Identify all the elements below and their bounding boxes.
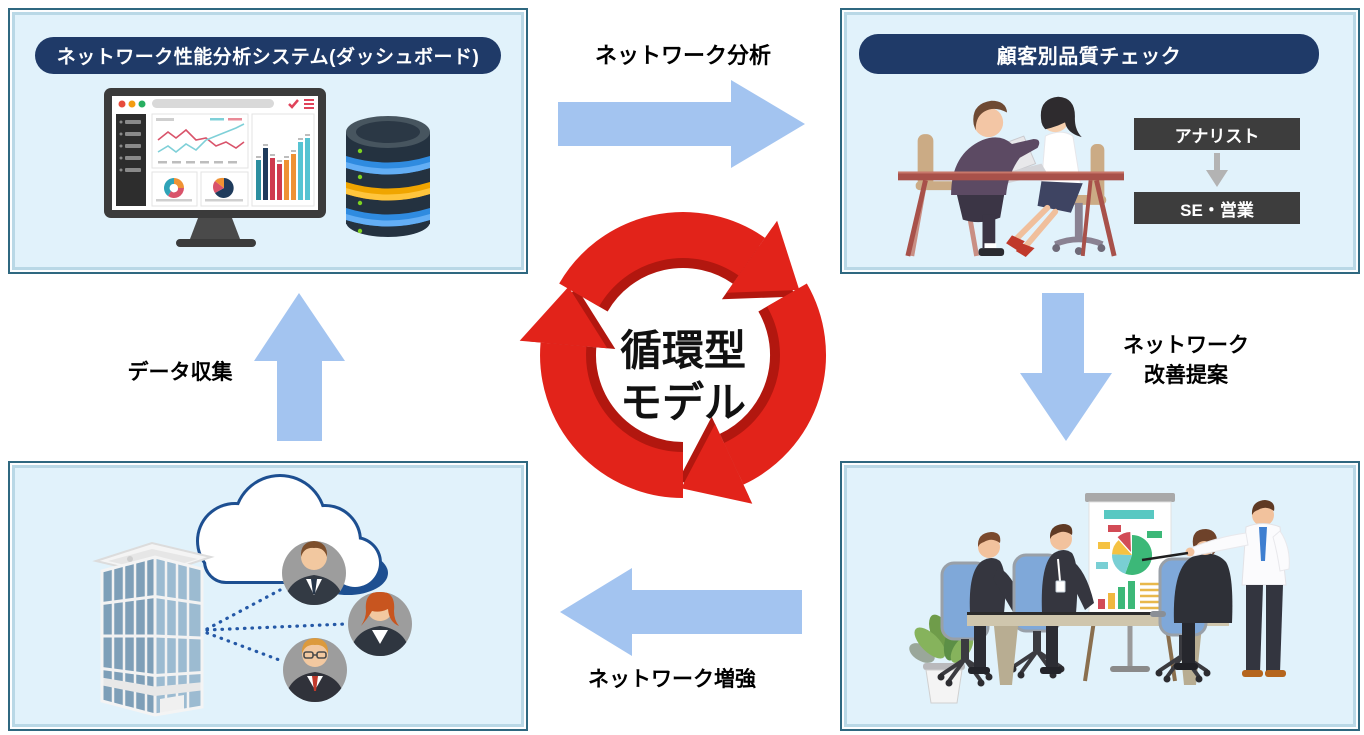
cycle-label-line1: 循環型: [620, 327, 746, 374]
network-links: [205, 588, 348, 663]
flow-label-network-improvement-line2: 改善提案: [1144, 363, 1228, 387]
monitor-dashboard-icon: [104, 88, 326, 247]
role-box-analyst: アナリスト: [1134, 118, 1300, 150]
database-icon: [346, 116, 430, 237]
panel-quality-check: 顧客別品質チェック: [840, 8, 1360, 274]
panel-data-collection: [8, 461, 528, 731]
role-se-sales-label: SE・営業: [1180, 200, 1254, 220]
panel-quality-check-title-pill: 顧客別品質チェック: [859, 34, 1319, 74]
building-icon: [92, 541, 215, 717]
avatar-user-3: [283, 638, 347, 702]
cloud-network-illustration: [92, 474, 412, 717]
role-analyst-label: アナリスト: [1174, 126, 1260, 146]
role-box-se-sales: SE・営業: [1134, 192, 1300, 224]
flow-arrow-left-icon: [560, 568, 802, 656]
team-meeting-illustration: [909, 493, 1290, 704]
down-arrow-icon: [1206, 153, 1228, 187]
avatar-user-2: [348, 592, 412, 656]
flow-arrow-down-icon: [1020, 293, 1112, 441]
panel-dashboard: ネットワーク性能分析システム(ダッシュボード): [8, 8, 528, 274]
panel-proposal-meeting: [840, 461, 1360, 731]
bar-chart-icon: [256, 134, 310, 200]
panel-quality-check-title: 顧客別品質チェック: [996, 45, 1182, 68]
cycle-label-line2: モデル: [620, 379, 746, 426]
customer-meeting-illustration: [898, 96, 1124, 257]
flow-label-data-collection: データ収集: [127, 361, 233, 384]
flow-arrow-right-icon: [558, 80, 805, 168]
flow-label-network-improvement-line1: ネットワーク: [1123, 334, 1249, 357]
pie-chart-icon: [213, 177, 234, 198]
presentation-board-icon: [1083, 493, 1177, 682]
avatar-user-1: [282, 541, 346, 605]
standing-person: [1141, 500, 1290, 677]
cycle-arrows-icon: 循環型 モデル: [519, 212, 826, 504]
donut-chart-icon: [164, 178, 184, 198]
flow-arrow-up-icon: [254, 293, 345, 441]
flow-label-network-improvement: ネットワーク 改善提案: [1106, 331, 1266, 391]
panel-dashboard-title: ネットワーク性能分析システム(ダッシュボード): [56, 47, 480, 68]
flow-label-network-analysis: ネットワーク分析: [594, 43, 771, 68]
panel-dashboard-title-pill: ネットワーク性能分析システム(ダッシュボード): [35, 37, 501, 74]
flow-label-network-enhancement: ネットワーク増強: [588, 668, 756, 691]
seated-person-2: [1040, 524, 1094, 674]
